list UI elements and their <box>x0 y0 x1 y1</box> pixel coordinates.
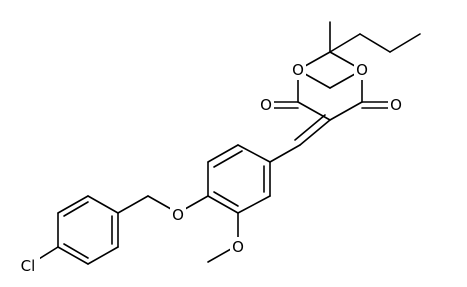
bond <box>57 246 89 265</box>
methoxy-oxygen: O <box>230 237 246 257</box>
carbonyl-oxygen-left: O <box>258 95 274 115</box>
bond <box>294 114 326 141</box>
bond <box>359 33 391 53</box>
bond <box>213 191 239 207</box>
carbonyl-oxygen-left-label: O <box>260 96 272 114</box>
bond <box>299 119 331 146</box>
bond-layer <box>33 21 421 265</box>
bond <box>87 246 119 265</box>
bond <box>57 195 89 214</box>
methoxy-oxygen-label: O <box>232 238 244 256</box>
bond <box>87 195 119 214</box>
bond <box>329 101 363 121</box>
chlorine-label: Cl <box>21 257 36 275</box>
chlorine-atom: Cl <box>16 256 40 276</box>
ring-oxygen-2: O <box>354 60 370 80</box>
carbonyl-oxygen-right-label: O <box>390 96 402 114</box>
ring-oxygen-1: O <box>290 60 306 80</box>
bond <box>63 243 89 259</box>
bond <box>297 101 331 121</box>
bond <box>389 33 421 53</box>
ether-oxygen-label: O <box>172 206 184 224</box>
bond <box>63 201 89 217</box>
bond <box>117 195 149 214</box>
bond <box>207 195 239 214</box>
carbonyl-oxygen-right: O <box>388 95 404 115</box>
bond <box>329 33 361 53</box>
atom-label-layer: O O O O O O Cl <box>16 60 404 276</box>
bond <box>237 144 271 163</box>
ring-oxygen-1-label: O <box>292 61 304 79</box>
ether-oxygen: O <box>170 205 186 225</box>
bond <box>207 144 239 163</box>
bond <box>237 195 271 214</box>
bond <box>269 144 301 163</box>
ring-oxygen-2-label: O <box>356 61 368 79</box>
bond <box>213 150 243 168</box>
